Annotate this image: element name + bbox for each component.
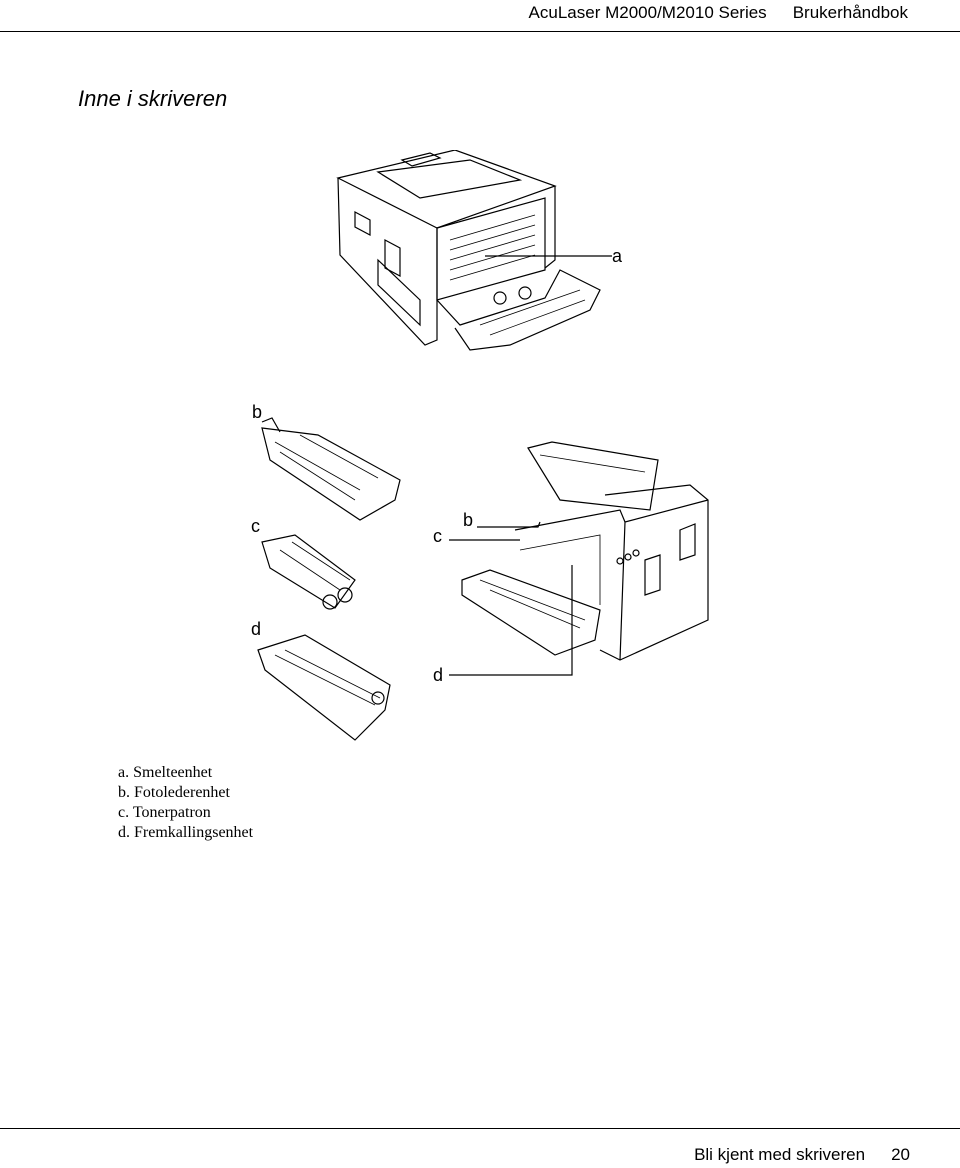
header-product: AcuLaser M2000/M2010 Series (528, 3, 767, 22)
printer-illustration: a b c d b c d (251, 150, 709, 741)
callout-b: b (252, 402, 262, 422)
callout-d: d (251, 619, 261, 639)
callout-open-c: c (433, 526, 442, 546)
callout-open-d: d (433, 665, 443, 685)
developer-unit-drawing (257, 634, 391, 741)
footer-rule (0, 1128, 960, 1129)
page-footer: Bli kjent med skriveren 20 (694, 1145, 910, 1165)
caption-d: d. Fremkallingsenhet (118, 824, 254, 841)
toner-cartridge-drawing (261, 534, 356, 610)
section-title: Inne i skriveren (78, 86, 228, 111)
printer-front-open-view (449, 441, 709, 676)
caption-a: a. Smelteenhet (118, 764, 213, 781)
header-manual: Brukerhåndbok (792, 3, 908, 22)
printer-rear-view (336, 150, 612, 351)
photoconductor-unit-drawing (261, 417, 401, 521)
header-rule (0, 31, 960, 32)
page-number: 20 (891, 1145, 910, 1164)
caption-c: c. Tonerpatron (118, 804, 211, 821)
header-text: AcuLaser M2000/M2010 Series Brukerhåndbok (529, 3, 908, 23)
figure-captions: a. Smelteenhet b. Fotolederenhet c. Tone… (118, 763, 253, 843)
callout-open-b: b (463, 510, 473, 530)
footer-chapter: Bli kjent med skriveren (694, 1145, 866, 1164)
callout-c: c (251, 516, 260, 536)
callout-a: a (612, 246, 623, 266)
page-header: AcuLaser M2000/M2010 Series Brukerhåndbok (0, 0, 960, 32)
caption-b: b. Fotolederenhet (118, 784, 230, 801)
